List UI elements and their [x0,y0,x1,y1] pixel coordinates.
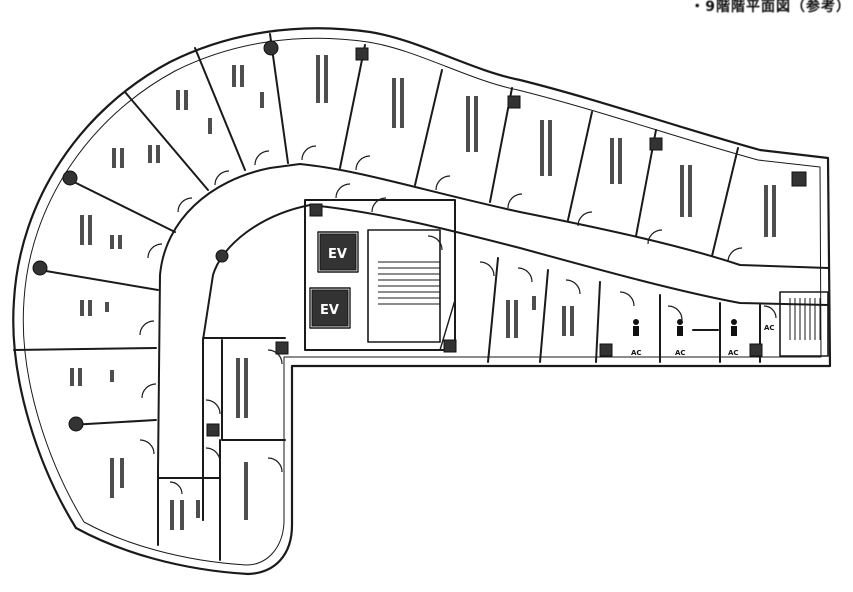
door-swing-icon [169,481,183,495]
column-icon [791,171,807,187]
door-swing-icon [267,457,283,473]
door-swing-icon [371,197,387,213]
person-icon [677,319,683,325]
corridor-outer-wall [159,163,829,276]
restroom-label: AC [764,324,775,332]
door-swing-icon [205,399,221,415]
column-icon [275,341,289,355]
door-swing-icon [619,291,635,307]
person-icon [731,319,737,325]
structural-columns [32,40,807,437]
column-icon [749,343,763,357]
column-icon [32,260,48,276]
south-room-wall [221,339,286,441]
office-partition [567,111,593,221]
column-icon [206,423,220,437]
restroom-group: AC AC AC AC [631,319,775,357]
office-partition [124,91,209,191]
door-swing-icon [435,175,451,191]
elevator-2 [311,289,349,327]
column-icon [599,343,613,357]
office-partition [487,257,499,363]
office-partition [595,281,601,363]
corridor-left-wall [157,274,161,471]
column-icon [443,339,457,353]
column-icon [68,416,84,432]
person-icon [633,319,639,325]
door-swing-icon [267,349,283,365]
door-swing-icon [507,193,523,209]
elevator-shaft-outline [309,287,351,329]
door-swing-icon [647,229,663,245]
column-icon [62,170,78,186]
illegible-room-notes [70,55,776,530]
door-swing-icon [301,145,317,161]
door-swing-icon [139,439,155,455]
office-partition [339,44,366,169]
person-icon-body [633,326,639,336]
door-swing-icon [479,261,495,277]
office-partition [539,269,549,363]
east-stair [779,291,829,357]
door-swing-icon [147,243,163,259]
office-partition [194,47,246,171]
office-partition [39,269,159,291]
door-swing-icon [577,211,593,227]
person-icon-body [677,326,683,336]
door-swing-icon [727,247,743,263]
person-icon-body [731,326,737,336]
column-icon [649,137,663,151]
door-swing-icon [667,305,683,321]
restroom-label: AC [631,349,642,357]
door-swing-icon [335,183,351,199]
elevator-shaft-outline [317,231,359,273]
door-swing-icon [177,197,193,213]
office-partition [269,33,289,164]
door-swing-icon [517,267,533,283]
office-partition [414,69,443,186]
elevator-2-label: EV [320,303,339,318]
door-swing-icon [763,305,777,319]
restroom-label: AC [728,349,739,357]
column-icon [309,203,323,217]
office-partition [69,419,157,426]
door-swings [139,145,777,495]
outer-wall-inner [22,37,822,566]
core-wall [304,299,456,351]
stair-treads [378,261,821,340]
outer-wall [12,27,832,576]
door-swing-icon [205,447,221,463]
elevator-1 [319,233,357,271]
door-swing-icon [139,320,155,336]
elevator-1-label: EV [328,247,347,262]
floor-plan-caption: ・9階階平面図（参考） [690,0,851,15]
door-swing-icon [141,383,157,399]
door-swing-icon [427,235,443,251]
column-icon [507,95,521,109]
office-partition [711,147,739,257]
column-icon [355,47,369,61]
column-icon [263,40,279,56]
column-icon [215,249,229,263]
door-swing-icon [355,155,371,171]
office-partition [157,477,221,561]
door-swing-icon [214,170,230,186]
office-partition [13,347,157,351]
door-swing-icon [254,150,270,166]
office-partition [69,179,176,233]
restroom-label: AC [675,349,686,357]
corridor-inner-wall [202,204,829,521]
door-swing-icon [565,279,581,295]
